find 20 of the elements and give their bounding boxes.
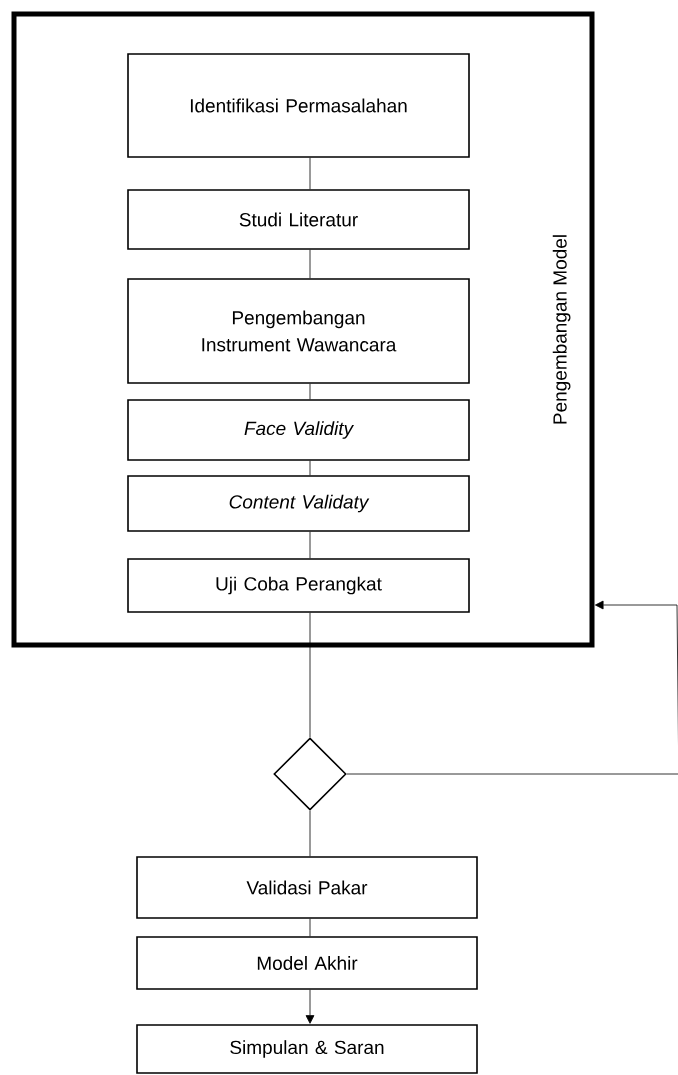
process-box: Pengembangan Instrument Wawancara <box>127 278 470 384</box>
process-box: Model Akhir <box>136 936 478 990</box>
connector-line <box>309 249 311 279</box>
process-box: Content Validaty <box>127 475 470 532</box>
process-box: Identifikasi Permasalahan <box>127 53 470 158</box>
process-box: Simpulan & Saran <box>136 1024 478 1074</box>
process-box: Uji Coba Perangkat <box>127 558 470 613</box>
arrow <box>305 989 315 1024</box>
process-box: Studi Literatur <box>127 189 470 250</box>
connector-line <box>309 810 311 857</box>
connector-line <box>309 157 311 190</box>
connector-line <box>309 612 311 738</box>
decision-diamond <box>273 737 347 811</box>
connector-line <box>309 531 311 559</box>
process-box: Face Validity <box>127 399 470 461</box>
process-box: Validasi Pakar <box>136 856 478 919</box>
connector-line <box>309 918 311 937</box>
connector-line <box>309 383 311 400</box>
feedback-arrow <box>346 600 678 775</box>
connector-line <box>309 460 311 476</box>
